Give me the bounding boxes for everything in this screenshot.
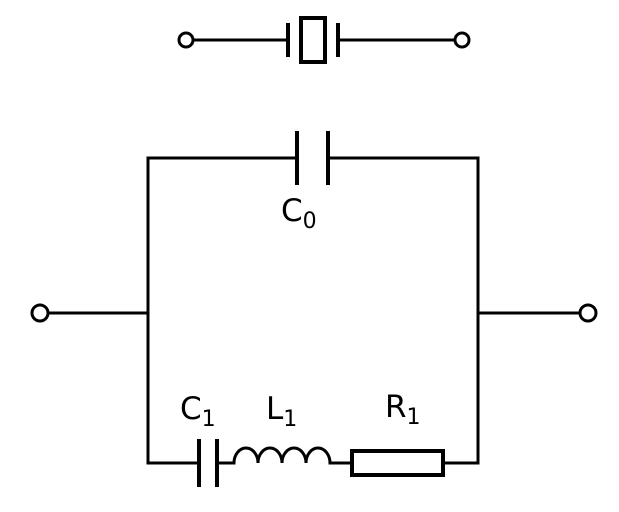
resistor-r1 xyxy=(350,449,445,477)
inductor-l1 xyxy=(232,446,332,465)
label-l1: L1 xyxy=(266,391,297,432)
series-branch xyxy=(146,439,480,487)
label-c0: C0 xyxy=(281,193,317,234)
equivalent-circuit xyxy=(30,131,598,487)
crystal-terminal-right-icon xyxy=(453,31,471,49)
capacitor-c0 xyxy=(146,131,480,185)
terminal-right-icon xyxy=(578,303,598,323)
crystal-body xyxy=(299,16,327,64)
label-r1: R1 xyxy=(385,389,421,430)
capacitor-c1 xyxy=(197,439,219,487)
label-c1: C1 xyxy=(180,391,216,432)
terminal-left-icon xyxy=(30,303,50,323)
crystal-terminal-left-icon xyxy=(177,31,195,49)
crystal-symbol xyxy=(177,16,471,64)
